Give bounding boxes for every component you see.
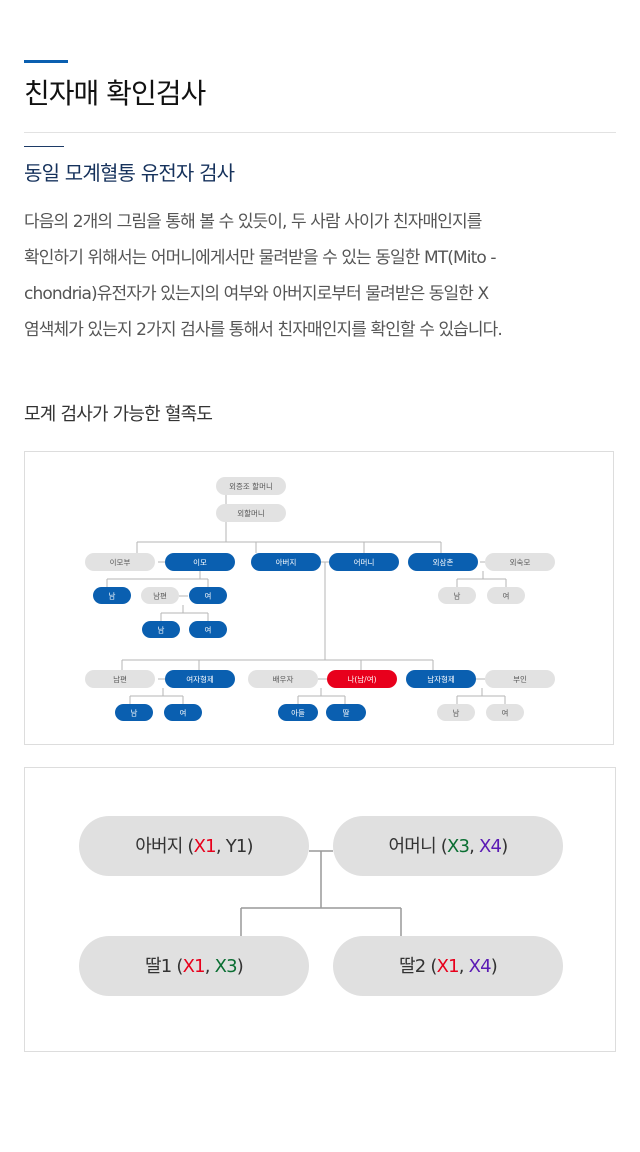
node-sister-son: 남: [115, 704, 153, 721]
header-divider: [24, 132, 616, 133]
svg-text:외할머니: 외할머니: [237, 508, 265, 518]
node-sister: 여자형제: [165, 670, 235, 688]
svg-text:여: 여: [205, 625, 212, 635]
svg-text:나(남/여): 나(남/여): [347, 674, 376, 684]
chromosome-connector-lines: [240, 850, 402, 936]
mother-chromosome-node: 어머니 (X3, X4): [333, 816, 563, 876]
svg-text:이모: 이모: [193, 557, 207, 567]
daughter1-chromosome-node: 딸1 (X1, X3): [79, 936, 309, 996]
daughter2-chromosome-node: 딸2 (X1, X4): [333, 936, 563, 996]
svg-text:아버지 (X1, Y1): 아버지 (X1, Y1): [135, 836, 253, 857]
chromosome-svg: 아버지 (X1, Y1) 어머니 (X3, X4) 딸1 (X1, X3) 딸2…: [79, 816, 563, 996]
father-chromosome-node: 아버지 (X1, Y1): [79, 816, 309, 876]
section-description: 다음의 2개의 그림을 통해 볼 수 있듯이, 두 사람 사이가 친자매인지를 …: [24, 204, 620, 348]
node-brother: 남자형제: [406, 670, 476, 688]
description-line: 염색체가 있는지 2가지 검사를 통해서 친자매인지를 확인할 수 있습니다.: [24, 320, 503, 340]
svg-text:외숙모: 외숙모: [510, 557, 531, 567]
node-uncle-wife: 외숙모: [485, 553, 555, 571]
node-brother-son: 남: [437, 704, 475, 721]
node-maternal-grandmother: 외할머니: [216, 504, 286, 522]
family-tree-title: 모계 검사가 가능한 혈족도: [24, 404, 213, 425]
node-brother-wife: 부인: [485, 670, 555, 688]
svg-text:어머니: 어머니: [354, 557, 375, 567]
node-aunt-grandson: 남: [142, 621, 180, 638]
svg-text:여: 여: [205, 591, 212, 601]
svg-text:남자형제: 남자형제: [427, 675, 455, 684]
node-self: 나(남/여): [327, 670, 397, 688]
title-accent-bar: [24, 60, 68, 63]
node-aunt-granddaughter: 여: [189, 621, 227, 638]
svg-text:부인: 부인: [513, 674, 527, 684]
svg-text:어머니 (X3, X4): 어머니 (X3, X4): [389, 836, 508, 857]
node-aunt: 이모: [165, 553, 235, 571]
section-title: 동일 모계혈통 유전자 검사: [24, 161, 235, 185]
node-maternal-uncle: 외삼촌: [408, 553, 478, 571]
family-tree-svg: 외증조 할머니 외할머니 이모부 이모 아버지 어머니 외삼촌 외: [85, 477, 555, 721]
node-maternal-great-grandmother: 외증조 할머니: [216, 477, 286, 495]
node-my-son: 아들: [278, 704, 318, 721]
svg-text:딸2 (X1, X4): 딸2 (X1, X4): [399, 956, 497, 977]
node-uncle-daughter: 여: [487, 587, 525, 604]
node-sister-daughter: 여: [164, 704, 202, 721]
family-tree-diagram: 외증조 할머니 외할머니 이모부 이모 아버지 어머니 외삼촌 외: [24, 451, 614, 745]
svg-text:남편: 남편: [113, 674, 127, 684]
node-aunt-daughter: 여: [189, 587, 227, 604]
svg-text:남: 남: [454, 592, 461, 601]
node-aunt-husband: 이모부: [85, 553, 155, 571]
svg-text:여: 여: [180, 708, 187, 718]
node-my-daughter: 딸: [326, 704, 366, 721]
svg-text:여: 여: [502, 708, 509, 718]
svg-text:남편: 남편: [153, 591, 167, 601]
description-line: 다음의 2개의 그림을 통해 볼 수 있듯이, 두 사람 사이가 친자매인지를: [24, 212, 482, 232]
section-accent-bar: [24, 146, 64, 147]
svg-text:이모부: 이모부: [110, 557, 131, 567]
node-spouse: 배우자: [248, 670, 318, 688]
node-father: 아버지: [251, 553, 321, 571]
svg-text:남: 남: [158, 626, 165, 635]
node-aunt-daughter-husband: 남편: [141, 587, 179, 604]
tree-connector-lines: [106, 494, 507, 704]
description-line: 확인하기 위해서는 어머니에게서만 물려받을 수 있는 동일한 MT(Mito …: [24, 248, 497, 268]
svg-text:남: 남: [453, 709, 460, 718]
svg-text:배우자: 배우자: [273, 675, 294, 684]
svg-text:딸: 딸: [343, 708, 350, 718]
node-uncle-son: 남: [438, 587, 476, 604]
svg-text:남: 남: [109, 592, 116, 601]
svg-text:외증조 할머니: 외증조 할머니: [229, 481, 273, 491]
node-mother: 어머니: [329, 553, 399, 571]
page-title: 친자매 확인검사: [24, 77, 206, 110]
svg-text:여자형제: 여자형제: [186, 674, 214, 684]
svg-text:여: 여: [503, 591, 510, 601]
svg-text:아들: 아들: [291, 708, 305, 718]
description-line: chondria)유전자가 있는지의 여부와 아버지로부터 물려받은 동일한 X: [24, 284, 489, 304]
svg-text:외삼촌: 외삼촌: [433, 557, 454, 567]
svg-text:남: 남: [131, 709, 138, 718]
node-brother-daughter: 여: [486, 704, 524, 721]
chromosome-diagram: 아버지 (X1, Y1) 어머니 (X3, X4) 딸1 (X1, X3) 딸2…: [24, 767, 616, 1052]
node-aunt-son: 남: [93, 587, 131, 604]
svg-text:아버지: 아버지: [276, 557, 297, 567]
node-sister-husband: 남편: [85, 670, 155, 688]
svg-text:딸1 (X1, X3): 딸1 (X1, X3): [145, 956, 243, 977]
